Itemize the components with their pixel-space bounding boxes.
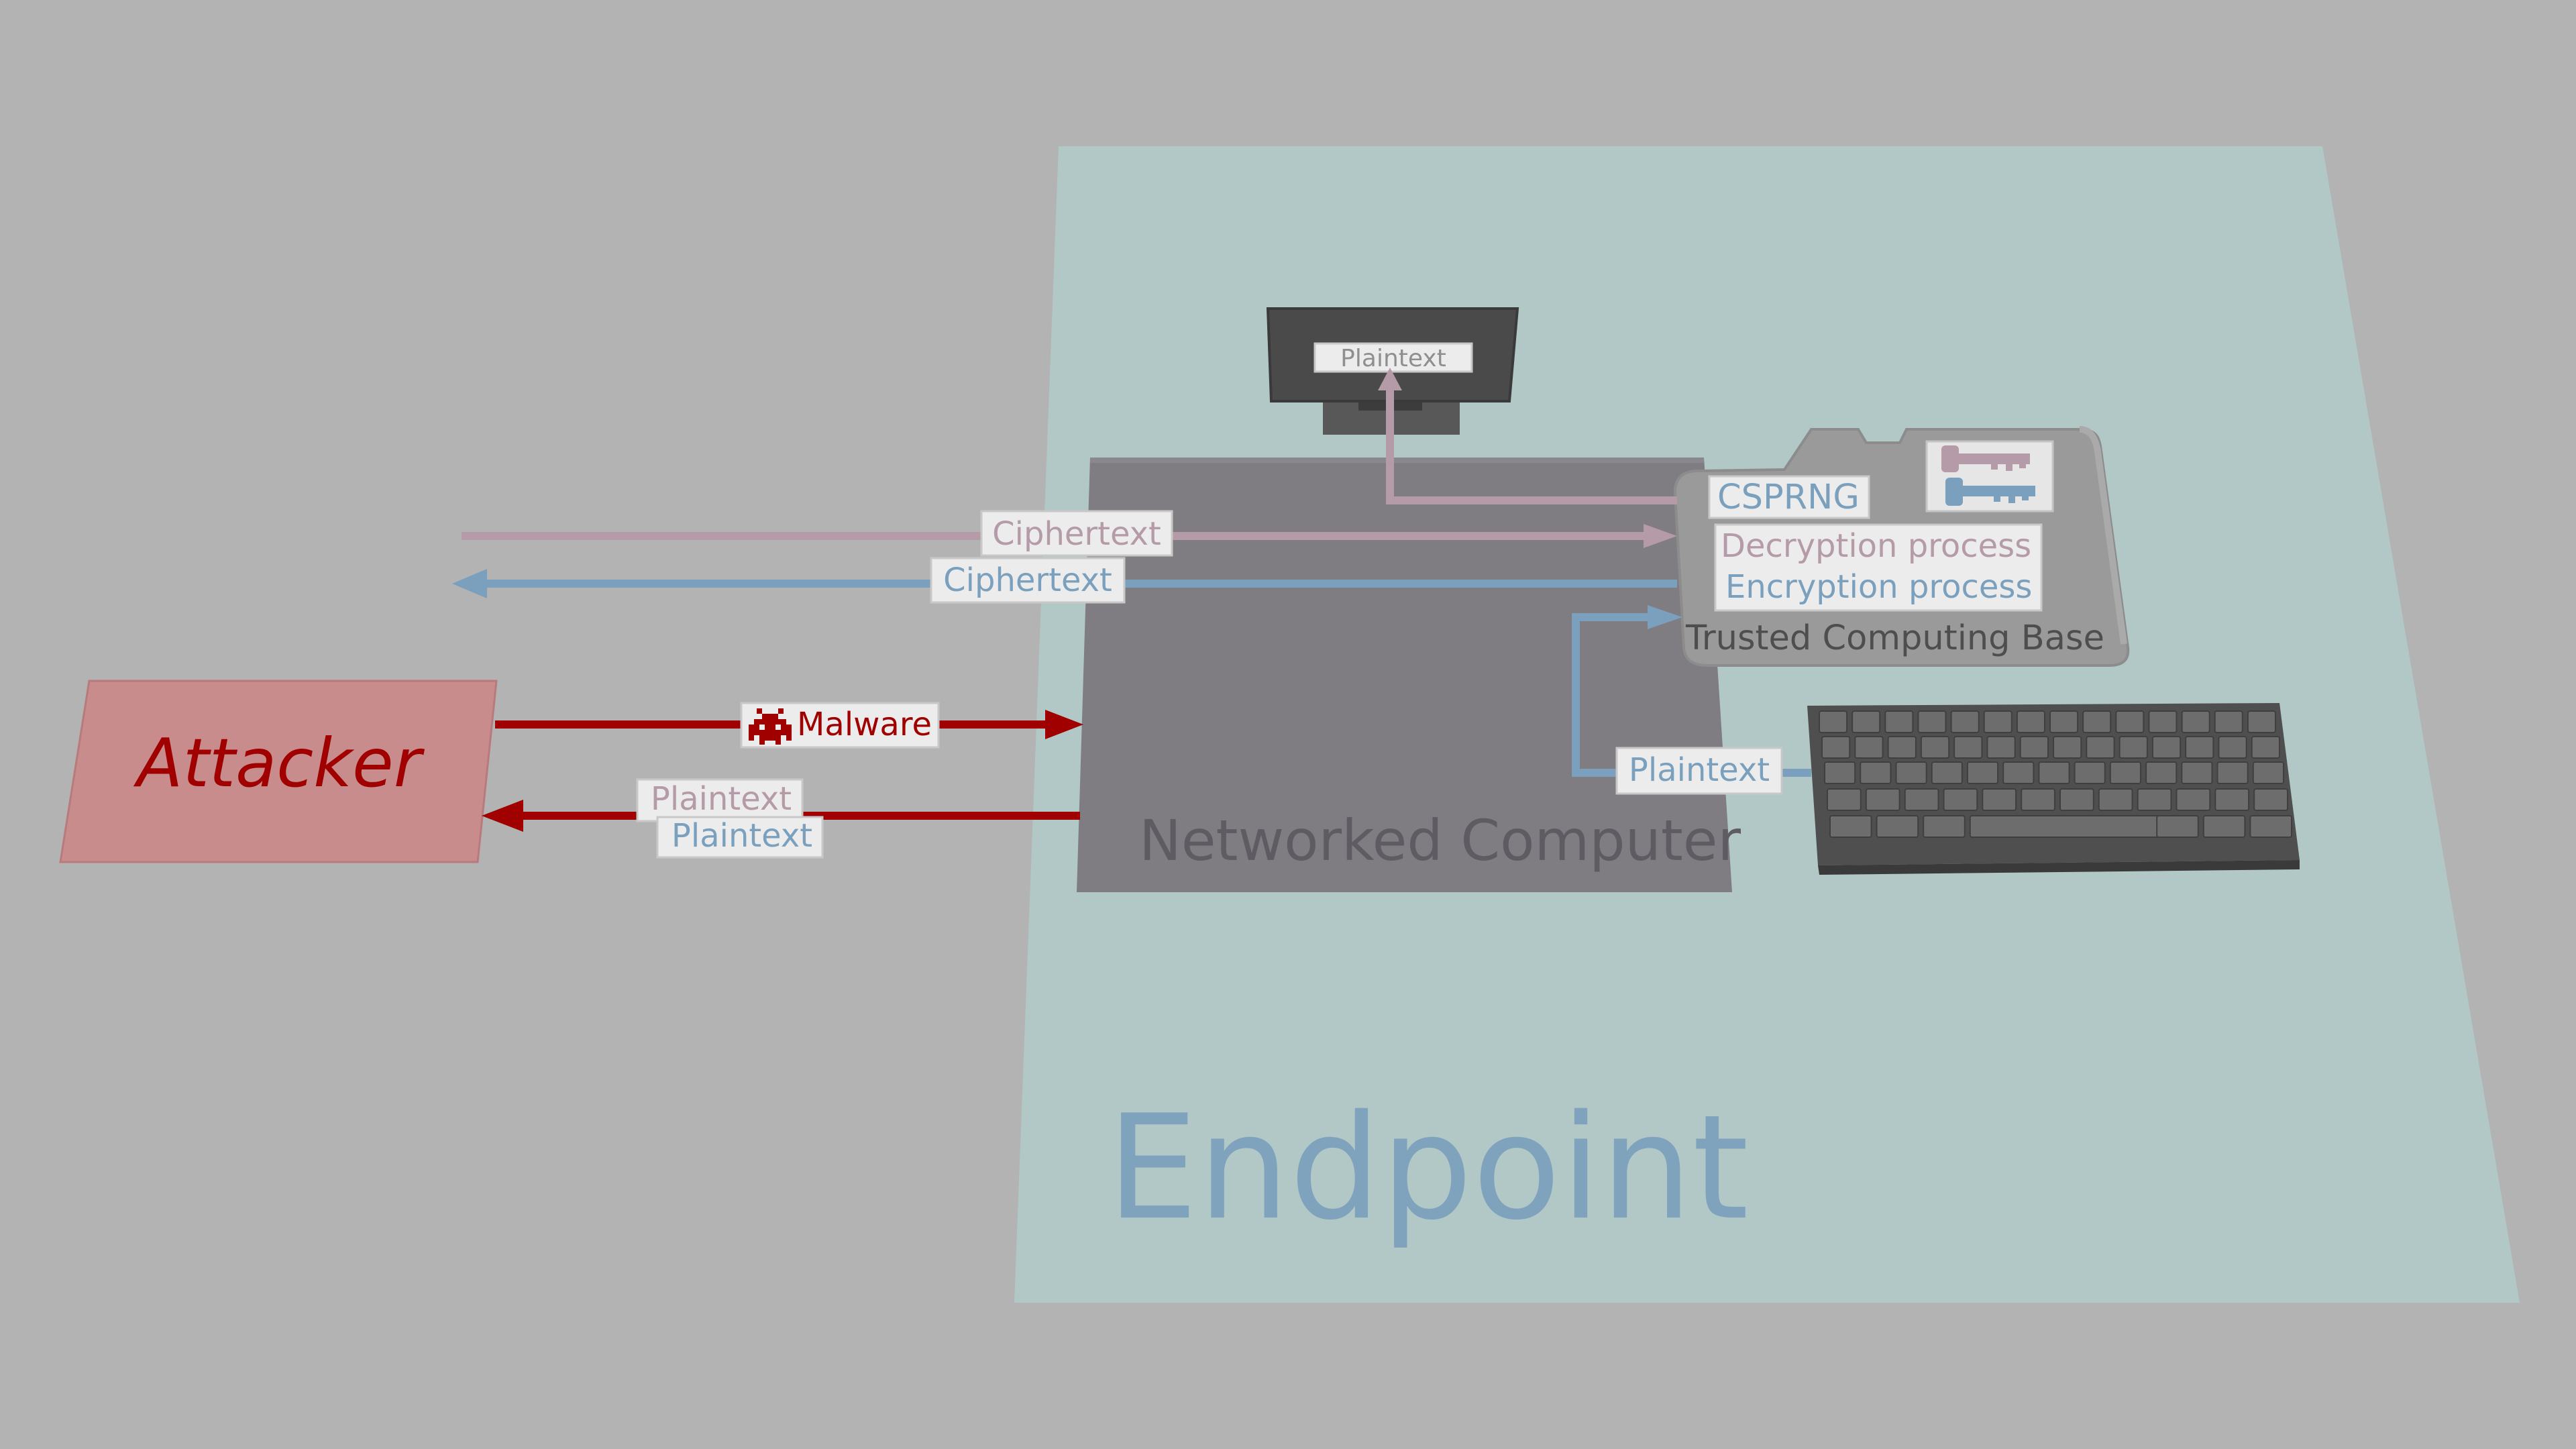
keyboard-key <box>1943 788 1978 811</box>
networked-computer-label: Networked Computer <box>1139 808 1741 873</box>
attacker-box <box>59 680 498 863</box>
malware-label: Malware <box>797 706 932 743</box>
keyboard-key <box>1887 736 1917 759</box>
keyboard-key <box>1904 788 1939 811</box>
keyboard-key <box>2247 710 2276 733</box>
keyboard-key <box>2074 761 2106 784</box>
keyboard-key <box>1829 815 1872 838</box>
keyboard-key <box>2176 788 2211 811</box>
encryption-flow: Ciphertext Plaintext <box>452 557 1811 795</box>
decryption-flow: Ciphertext <box>462 368 1677 557</box>
keyboard-key <box>2216 761 2249 784</box>
encryption-process-label: Encryption process <box>1725 568 2032 606</box>
keyboard-key <box>2181 710 2210 733</box>
keyboard-key <box>2218 736 2247 759</box>
keyboard-key <box>2082 710 2112 733</box>
keyboard-key <box>1923 815 1966 838</box>
keyboard-key <box>2151 736 2182 759</box>
keyboard-key <box>2038 761 2070 784</box>
monitor-plaintext-label: Plaintext <box>1340 345 1446 372</box>
keyboard-key <box>1982 788 2017 811</box>
trusted-computing-base: Trusted Computing Base CSPRNG Decryption… <box>1673 426 2130 667</box>
malware-flow: Malware <box>495 702 1083 749</box>
keyboard-key <box>1854 736 1884 759</box>
keyboard-key <box>2214 710 2243 733</box>
keyboard-key <box>1931 761 1963 784</box>
keyboard-key <box>2019 736 2049 759</box>
keyboard-key <box>1920 736 1950 759</box>
keyboard-key <box>1884 710 1914 733</box>
incoming-ciphertext-label: Ciphertext <box>992 515 1161 553</box>
attacker: Attacker <box>59 680 498 863</box>
space-invader-icon <box>749 708 792 745</box>
networked-computer-box <box>1077 458 1732 892</box>
keyboard-key <box>2021 788 2055 811</box>
keyboard-key <box>1953 736 1983 759</box>
keyboard-key <box>1986 736 2016 759</box>
keyboard-key <box>2053 736 2082 759</box>
endpoint-label: Endpoint <box>1107 1083 1749 1252</box>
keyboard-key <box>1895 761 1927 784</box>
keyboard-key <box>1950 710 1980 733</box>
keyboard-key <box>2253 788 2288 811</box>
keyboard-key <box>2059 788 2094 811</box>
keyboard-key <box>1860 761 1892 784</box>
keyboard-key <box>1824 761 1856 784</box>
keyboard-key <box>2249 815 2292 838</box>
keyboard-key <box>1851 710 1881 733</box>
keyboard-key <box>1966 761 1999 784</box>
keyboard-key <box>2148 710 2178 733</box>
keyboard-key <box>2185 736 2214 759</box>
keyboard-key <box>2145 761 2178 784</box>
keyboard-key <box>1917 710 1947 733</box>
keyboard-key <box>2115 710 2145 733</box>
keyboard-key <box>2137 788 2172 811</box>
keyboard-plaintext-label: Plaintext <box>1629 751 1770 789</box>
keyboard-key <box>1827 788 1862 811</box>
exfil-plaintext-label-1: Plaintext <box>651 780 792 818</box>
exfiltration-flow: Plaintext Plaintext <box>482 778 1080 859</box>
keyboard-key <box>2049 710 2079 733</box>
keyboard-key <box>2202 815 2246 838</box>
decryption-process-label: Decryption process <box>1721 527 2031 565</box>
keyboard-key <box>2252 761 2285 784</box>
keyboard-key <box>2109 761 2142 784</box>
keyboard-key <box>2002 761 2035 784</box>
keyboard-key <box>1983 710 2012 733</box>
keyboard <box>1807 703 2300 875</box>
networked-computer-top-edge <box>1090 458 1704 463</box>
keyboard-key <box>1819 710 1848 733</box>
keyboard-key <box>1821 736 1851 759</box>
keyboard-key <box>2098 788 2133 811</box>
exfil-plaintext-label-2: Plaintext <box>672 817 812 855</box>
csprng-label: CSPRNG <box>1717 478 1860 517</box>
keyboard-key <box>2181 761 2213 784</box>
attacker-label: Attacker <box>133 724 425 802</box>
decryption-key-icon <box>1941 445 2030 472</box>
keyboard-key <box>2156 815 2199 838</box>
keyboard-key <box>2086 736 2115 759</box>
keyboard-key <box>2118 736 2148 759</box>
keyboard-key <box>1969 815 2178 838</box>
keyboard-key <box>2251 736 2280 759</box>
tcb-label: Trusted Computing Base <box>1685 619 2104 658</box>
outgoing-ciphertext-label: Ciphertext <box>943 561 1112 599</box>
encryption-key-icon <box>1945 478 2035 506</box>
keyboard-key <box>1876 815 1919 838</box>
keyboard-key <box>2214 788 2250 811</box>
keyboard-key <box>1865 788 1900 811</box>
keyboard-key <box>2016 710 2045 733</box>
